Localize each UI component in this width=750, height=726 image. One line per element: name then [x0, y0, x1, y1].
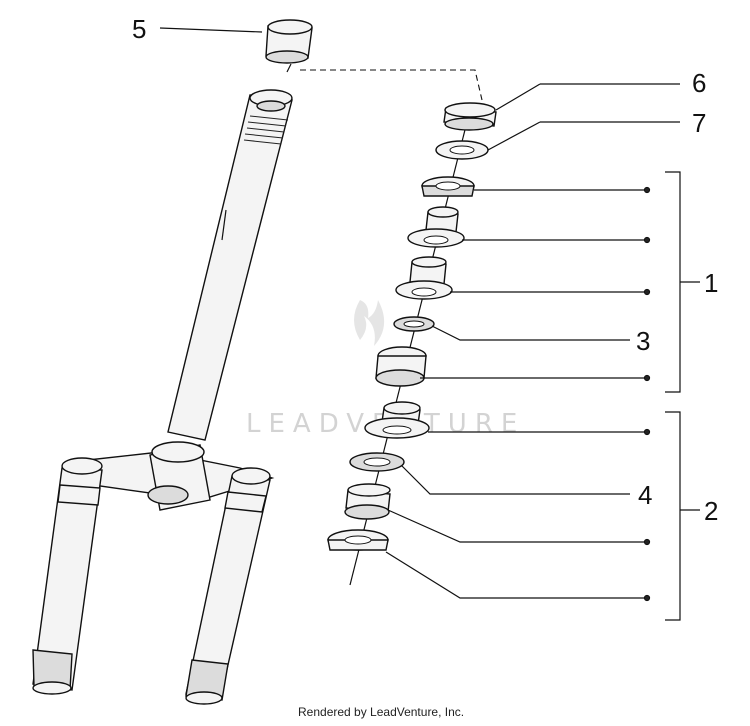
thread-lines — [243, 115, 289, 145]
bearing-cone-middle — [395, 256, 453, 300]
crown-center-top — [151, 441, 205, 463]
bracket-group-2 — [665, 411, 681, 621]
bearing-stack — [327, 102, 497, 551]
bearing-cone-lower — [344, 483, 391, 520]
callout-3: 3 — [636, 326, 650, 356]
fork-leg-left-top — [61, 457, 103, 475]
tube-slot — [221, 209, 227, 241]
fork-leg-left-clamp — [57, 484, 101, 506]
callout-6: 6 — [692, 68, 706, 98]
fork-leg-right-clamp — [224, 491, 267, 513]
steering-tube — [167, 94, 293, 441]
fork-leg-right-top — [231, 467, 271, 485]
flame-logo-icon — [354, 300, 385, 346]
callout-7: 7 — [692, 108, 706, 138]
part-7-washer — [435, 140, 489, 160]
bearing-upper-cup — [421, 176, 475, 197]
callout-4: 4 — [638, 480, 652, 510]
axis-guide-line — [300, 69, 483, 101]
bearing-lower-cup — [375, 346, 427, 387]
part-4-seal — [349, 452, 405, 472]
bearing-race-top — [364, 401, 430, 439]
fork-assembly — [32, 89, 293, 705]
fork-leg-left-end — [32, 681, 72, 695]
reference-dots — [643, 186, 651, 602]
crown-center-bottom — [147, 485, 189, 505]
callout-2: 2 — [704, 496, 718, 526]
fork-leg-right-end — [185, 691, 223, 705]
group-brackets — [665, 171, 700, 621]
fork-leg-right-foot — [185, 659, 229, 701]
bearing-bottom-washer — [327, 529, 389, 551]
bracket-group-1 — [665, 171, 681, 393]
callout-5: 5 — [132, 14, 146, 44]
callout-1: 1 — [704, 268, 718, 298]
bearing-cone-upper — [407, 206, 465, 248]
part-3-ball-retainer — [393, 316, 435, 332]
part-5-top-nut — [265, 19, 313, 73]
steering-tube-bore — [256, 100, 286, 112]
leader-lines — [159, 27, 680, 599]
footer-credit: Rendered by LeadVenture, Inc. — [298, 705, 464, 719]
part-6-lock-nut — [443, 102, 497, 131]
